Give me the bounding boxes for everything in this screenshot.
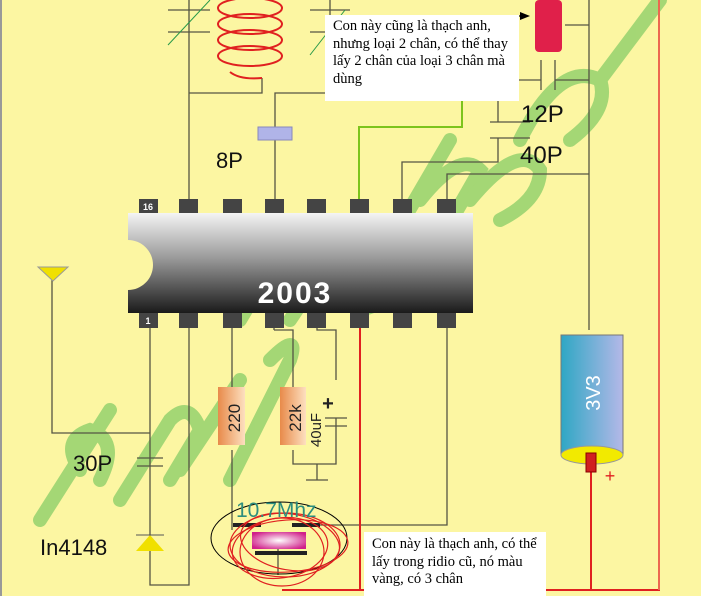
battery-3v3: 3V3 + bbox=[560, 334, 624, 486]
battery-plus: + bbox=[605, 466, 616, 486]
battery-label: 3V3 bbox=[583, 375, 605, 411]
capacitor-8p bbox=[257, 126, 293, 141]
resistor-220 bbox=[218, 387, 245, 445]
ic-label: 2003 bbox=[258, 277, 333, 310]
crystal-10-7mhz bbox=[210, 501, 349, 587]
two-pin-crystal bbox=[535, 0, 562, 52]
note-top: Con này cũng là thạch anh, nhưng loại 2 … bbox=[325, 15, 519, 101]
resistor-220-label: 220 bbox=[225, 404, 244, 432]
cap-40p-label: 40P bbox=[520, 142, 563, 169]
note-top-text: Con này cũng là thạch anh, nhưng loại 2 … bbox=[333, 18, 508, 87]
pin16-label: 16 bbox=[143, 202, 153, 212]
resistor-22k bbox=[280, 387, 306, 445]
diode-label: In4148 bbox=[40, 535, 107, 560]
diode-in4148 bbox=[136, 535, 164, 551]
crystal-freq-label: 10.7Mhz bbox=[236, 499, 317, 522]
pin1-label: 1 bbox=[145, 316, 150, 326]
cap-12p-label: 12P bbox=[521, 101, 564, 128]
left-border bbox=[0, 0, 2, 596]
cap-40uf-label: 40uF bbox=[308, 413, 325, 447]
cap-40uf-plus: + bbox=[322, 393, 334, 415]
ic-2003: 2003 16 1 bbox=[128, 199, 473, 328]
resistor-22k-label: 22k bbox=[286, 404, 305, 432]
note-bottom-text: Con này là thạch anh, có thể lấy trong r… bbox=[372, 536, 537, 587]
green-wire bbox=[358, 100, 463, 213]
antenna-icon bbox=[36, 266, 70, 282]
note-bottom: Con này là thạch anh, có thể lấy trong r… bbox=[364, 532, 546, 596]
coil-inductor bbox=[217, 0, 283, 80]
cap-30p-label: 30P bbox=[73, 451, 112, 476]
cap-8p-label: 8P bbox=[216, 148, 243, 173]
